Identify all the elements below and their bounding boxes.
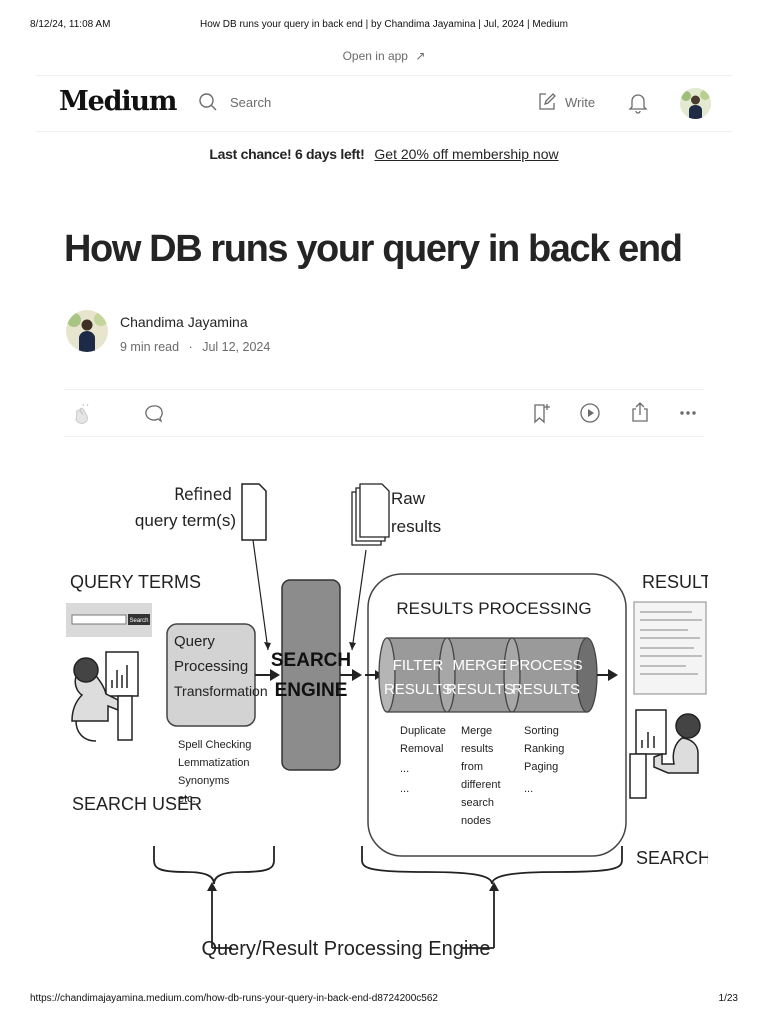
- process-note-3: Paging: [524, 761, 558, 773]
- filter-line-1: FILTER: [393, 657, 444, 674]
- filter-note-1: Duplicate: [400, 725, 446, 737]
- filter-note-2: Removal: [400, 743, 443, 755]
- merge-line-1: MERGE: [452, 657, 507, 674]
- bottom-engine-label: Query/Result Processing Engine: [201, 938, 490, 960]
- filter-note-4: ...: [400, 783, 409, 795]
- search-user-left-label: SEARCH USER: [72, 794, 202, 814]
- user-avatar[interactable]: [680, 88, 711, 119]
- query-terms-label: QUERY TERMS: [70, 572, 201, 592]
- meta-separator: ·: [188, 340, 193, 354]
- action-bar-top-divider: [64, 389, 704, 390]
- medium-logo[interactable]: Medium: [59, 86, 177, 117]
- print-page-number: 1/23: [718, 993, 738, 1004]
- promo-link[interactable]: Get 20% off membership now: [374, 146, 559, 162]
- merge-note-3: from: [461, 761, 483, 773]
- share-icon[interactable]: [629, 401, 651, 423]
- avatar-image: [680, 88, 711, 119]
- author-photo: [66, 310, 108, 352]
- search-user-right-figure: [629, 709, 701, 799]
- author-avatar[interactable]: [66, 310, 108, 352]
- read-time: 9 min read: [120, 340, 180, 354]
- refined-doc-icon: [241, 483, 267, 541]
- left-brace: [153, 846, 275, 885]
- print-url: https://chandimajayamina.medium.com/how-…: [30, 993, 438, 1004]
- refined-label-2: query term(s): [135, 511, 236, 530]
- open-in-app-link[interactable]: Open in app ↗: [0, 49, 768, 63]
- qpt-note-4: etc.: [178, 793, 196, 805]
- merge-note-2: results: [461, 743, 494, 755]
- raw-label-1: Raw: [391, 489, 426, 508]
- filter-note-3: ...: [400, 763, 409, 775]
- clap-icon[interactable]: [72, 402, 94, 424]
- process-line-2: RESULTS: [512, 681, 580, 698]
- arrow-up-right-icon: ↗: [415, 49, 426, 63]
- filter-line-2: RESULTS: [384, 681, 452, 698]
- search-input[interactable]: Search: [230, 94, 272, 110]
- search-icon: [199, 93, 217, 111]
- search-user-right-label: SEARCH USER: [636, 848, 708, 868]
- engine-line-2: ENGINE: [275, 680, 348, 701]
- merge-note-1: Merge: [461, 725, 492, 737]
- bell-icon[interactable]: [628, 92, 648, 114]
- promo-text: Last chance! 6 days left!: [209, 146, 365, 162]
- write-label: Write: [565, 94, 596, 110]
- merge-note-5: search: [461, 797, 494, 809]
- article-title: How DB runs your query in back end: [64, 228, 683, 270]
- merge-note-6: nodes: [461, 815, 491, 827]
- result-set-page-icon: [633, 601, 707, 695]
- action-bar-bottom-divider: [64, 436, 704, 437]
- write-icon: [539, 93, 556, 110]
- qpt-note-1: Spell Checking: [178, 739, 251, 751]
- open-in-app-label: Open in app: [342, 49, 408, 63]
- refined-label-1: Refined: [174, 485, 232, 505]
- results-processing-label: RESULTS PROCESSING: [396, 599, 591, 618]
- search-btn-label: Search: [129, 618, 148, 624]
- publish-date: Jul 12, 2024: [202, 340, 271, 354]
- comment-icon[interactable]: [144, 404, 164, 424]
- process-note-1: Sorting: [524, 725, 559, 737]
- top-divider: [35, 75, 733, 76]
- query-processing-diagram: Refined query term(s) Raw results QUERY …: [66, 483, 708, 960]
- result-set-label: RESULT SET: [642, 572, 708, 592]
- process-line-1: PROCESS: [509, 657, 582, 674]
- article-meta: 9 min read · Jul 12, 2024: [120, 340, 276, 354]
- merge-note-4: different: [461, 779, 501, 791]
- engine-line-1: SEARCH: [271, 650, 351, 671]
- write-button[interactable]: Write: [537, 92, 595, 112]
- right-brace: [361, 846, 623, 885]
- qpt-note-2: Lemmatization: [178, 757, 250, 769]
- print-datetime: 8/12/24, 11:08 AM: [30, 19, 111, 30]
- qpt-line-1: Query: [174, 633, 215, 650]
- qpt-note-3: Synonyms: [178, 775, 230, 787]
- search-user-left-figure: [71, 651, 139, 742]
- promo-banner: Last chance! 6 days left! Get 20% off me…: [0, 146, 768, 162]
- author-name[interactable]: Chandima Jayamina: [120, 314, 248, 330]
- qpt-line-3: Transformation: [174, 683, 268, 699]
- more-icon[interactable]: [678, 405, 698, 421]
- process-note-4: ...: [524, 783, 533, 795]
- merge-line-2: RESULTS: [446, 681, 514, 698]
- nav-divider: [35, 131, 733, 132]
- qpt-line-2: Processing: [174, 658, 248, 675]
- results-pipeline: [378, 637, 598, 713]
- play-icon[interactable]: [579, 402, 601, 424]
- search-bar[interactable]: Search: [198, 92, 271, 112]
- bookmark-add-icon[interactable]: [530, 402, 552, 424]
- print-title: How DB runs your query in back end | by …: [200, 19, 568, 30]
- process-note-2: Ranking: [524, 743, 564, 755]
- raw-label-2: results: [391, 517, 441, 536]
